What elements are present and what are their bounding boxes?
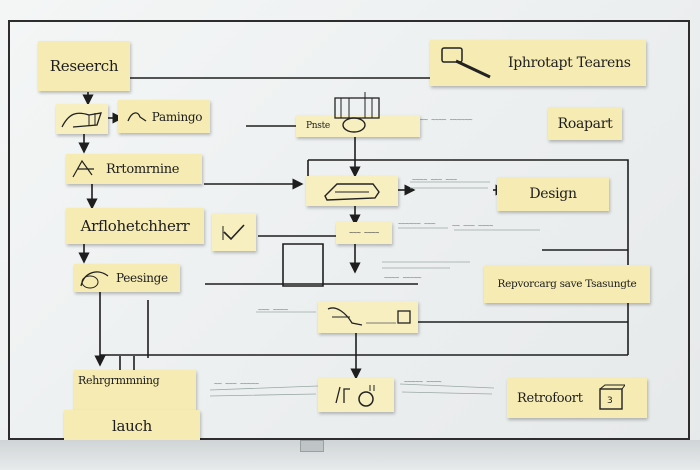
sketch-lines-2: [398, 227, 540, 231]
note-architecture-label: Arflohetchherr: [80, 217, 190, 235]
note-requirement[interactable]: Repvorcarg save Tsasungte: [484, 265, 650, 303]
note-middle-scribble: ~~~ ~~~~: [349, 229, 379, 237]
note-design[interactable]: Design: [497, 177, 609, 211]
sketch-lines-6: [382, 261, 470, 269]
note-important-factors-label: Iphrotapt Tearens: [508, 55, 631, 71]
note-launch[interactable]: lauch: [64, 410, 200, 442]
note-presign-label: Peesinge: [116, 271, 168, 285]
magnifier-icon: [127, 111, 147, 122]
connector-ticks: [119, 356, 135, 372]
bowl-icon: [80, 271, 109, 289]
note-retrospect[interactable]: Retrofoort 3: [507, 378, 647, 418]
note-wheelbarrow[interactable]: [318, 301, 418, 333]
scribble-7: ~~~~~ ~~~~: [404, 378, 442, 386]
scribble-6: ~~ ~~~ ~~~~~: [214, 380, 259, 388]
note-research-label: Reseerch: [49, 57, 119, 75]
scribble-4: ~~ ~~~ ~~~~: [452, 222, 493, 230]
note-bottom-center[interactable]: [318, 378, 394, 412]
note-requirement-label: Repvorcarg save Tsasungte: [497, 278, 637, 290]
scribble-1: ~~ ~~~~ ~~~~~~: [420, 116, 473, 124]
note-reprogramming[interactable]: Rehrgrmmning: [74, 370, 196, 410]
box-icon: [327, 307, 411, 326]
marker-tray: [0, 440, 700, 470]
blueprint-icon: [334, 92, 380, 133]
scribble-8: ~~~~ ~~~~~: [384, 274, 422, 282]
note-launch-label: lauch: [112, 417, 152, 435]
note-important-factors[interactable]: Iphrotapt Tearens: [430, 40, 646, 86]
hammer-icon: [441, 47, 491, 79]
frame-icon: [335, 385, 375, 407]
note-design-label: Design: [529, 186, 577, 202]
note-feature-draft-label: Pnste: [306, 121, 330, 131]
note-middle[interactable]: ~~~ ~~~~: [336, 222, 392, 244]
note-architecture[interactable]: Arflohetchherr: [66, 208, 204, 244]
scribble-3: ~~~~~~ ~~~: [398, 220, 436, 228]
frame-box: [282, 243, 324, 287]
dice-icon: 3: [598, 384, 625, 410]
svg-text:3: 3: [607, 396, 613, 406]
note-prototype-label: Rrtomrnine: [106, 161, 180, 177]
note-planning[interactable]: Pamingo: [118, 100, 210, 133]
note-prototype[interactable]: Rrtomrnine: [66, 154, 202, 184]
note-sketch-left[interactable]: [56, 104, 108, 134]
note-presign[interactable]: Peesinge: [74, 264, 180, 292]
funnel-icon: [61, 112, 102, 128]
sketch-lines-3: [209, 385, 319, 397]
note-planning-label: Pamingo: [151, 109, 203, 124]
note-retrospect-label: Retrofoort: [517, 390, 583, 406]
flowers-icon: [72, 159, 94, 178]
connector-upper-box: [308, 159, 629, 250]
scribble-5: ~~~ ~~~~: [258, 306, 288, 314]
note-check[interactable]: [212, 213, 256, 251]
whiteboard-frame: [8, 20, 690, 440]
note-feature-draft[interactable]: Pnste: [296, 115, 420, 137]
marker-eraser[interactable]: [300, 440, 324, 452]
machine-icon: [324, 183, 380, 201]
note-research[interactable]: Reseerch: [38, 41, 130, 91]
sketch-lines-1: [410, 181, 490, 189]
sketch-lines-4: [399, 383, 495, 395]
note-reprogramming-label: Rehrgrmmning: [78, 374, 160, 387]
scribble-2: ~~~~ ~~~ ~~~: [412, 176, 457, 184]
note-report-label: Roapart: [557, 115, 613, 132]
note-report[interactable]: Roapart: [548, 107, 622, 140]
check-icon: [222, 224, 245, 241]
note-machine[interactable]: [306, 176, 398, 206]
